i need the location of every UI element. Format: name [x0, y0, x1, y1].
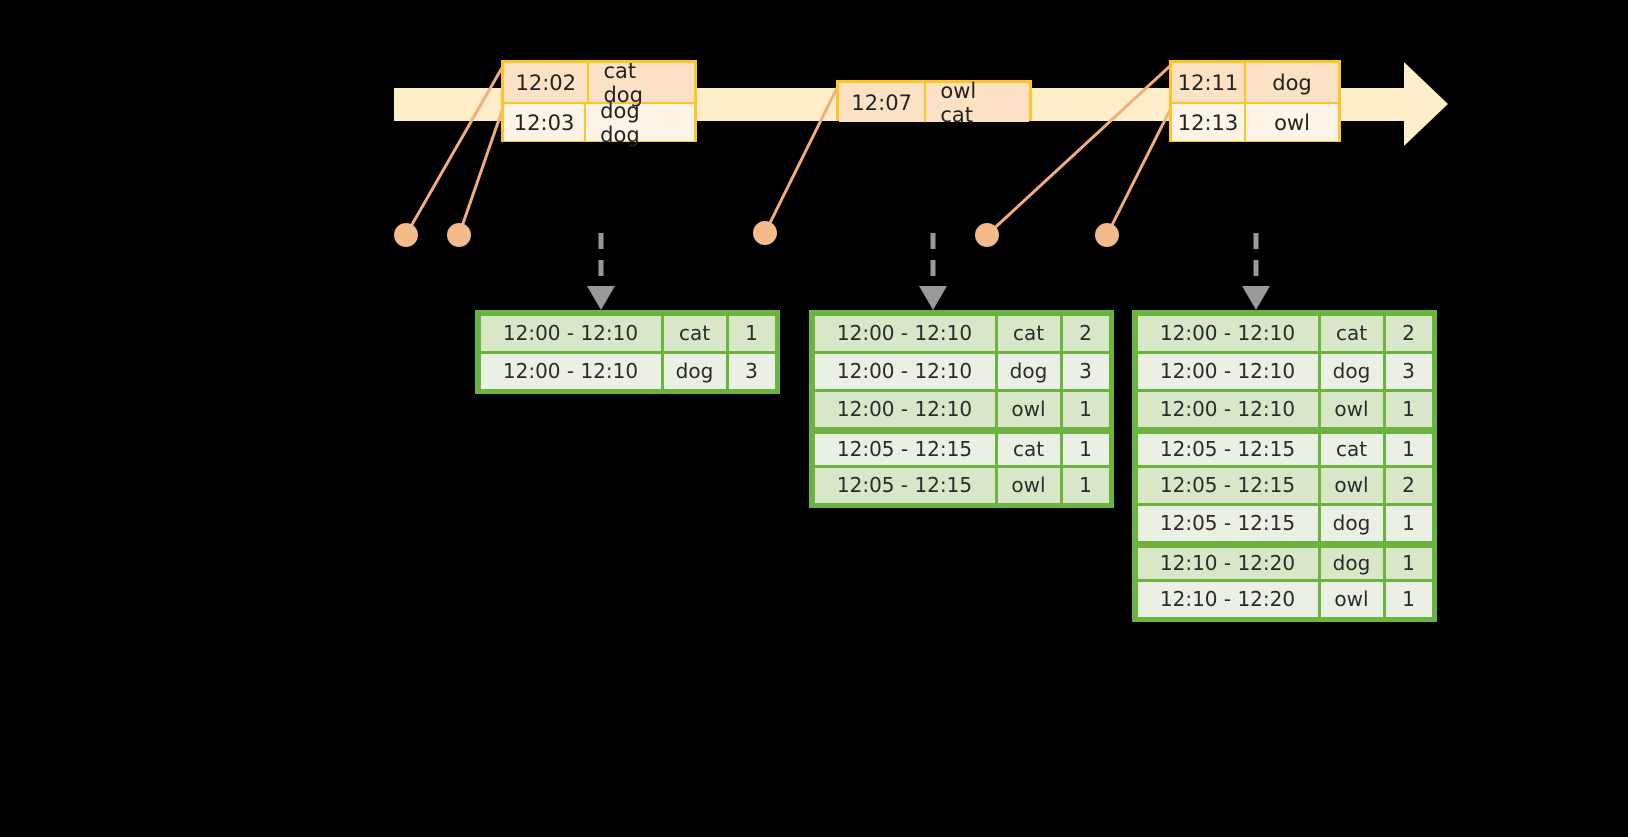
- event-row: 12:07 owl cat: [839, 78, 1029, 127]
- cell-key: owl: [997, 391, 1060, 427]
- cell-count: 3: [1062, 353, 1109, 389]
- cell-window: 12:05 - 12:15: [814, 433, 995, 465]
- cell-window: 12:00 - 12:10: [1137, 353, 1318, 389]
- event-payload: dog: [1272, 70, 1312, 95]
- event-timestamp: 12:13: [1172, 104, 1246, 141]
- cell-count: 2: [1385, 467, 1432, 503]
- cell-window: 12:00 - 12:10: [814, 315, 995, 351]
- event-row: 12:13 owl: [1172, 102, 1338, 141]
- event-timestamp: 12:07: [839, 83, 927, 122]
- cell-count: 1: [1385, 547, 1432, 579]
- cell-window: 12:00 - 12:10: [480, 353, 661, 389]
- cell-key: cat: [997, 315, 1060, 351]
- cell-window: 12:00 - 12:10: [814, 353, 995, 389]
- event-row: 12:03 dog dog: [504, 98, 694, 147]
- cell-window: 12:00 - 12:10: [480, 315, 661, 351]
- cell-count: 1: [1062, 391, 1109, 427]
- cell-key: dog: [663, 353, 726, 389]
- leader-line-5: [1105, 109, 1172, 236]
- cell-key: cat: [1320, 433, 1383, 465]
- cell-window: 12:10 - 12:20: [1137, 581, 1318, 617]
- leader-dot-icon: [394, 223, 418, 247]
- cell-key: owl: [1320, 581, 1383, 617]
- event-payload: dog dog: [600, 98, 640, 147]
- cell-count: 1: [1385, 581, 1432, 617]
- event-payload: owl cat: [940, 78, 977, 127]
- cell-count: 1: [1385, 391, 1432, 427]
- event-timestamp: 12:03: [504, 104, 587, 141]
- cell-window: 12:05 - 12:15: [1137, 467, 1318, 503]
- cell-window: 12:05 - 12:15: [814, 467, 995, 503]
- cell-window: 12:00 - 12:10: [814, 391, 995, 427]
- cell-key: dog: [1320, 353, 1383, 389]
- cell-count: 1: [1385, 505, 1432, 541]
- event-timestamp: 12:02: [504, 63, 590, 102]
- leader-dot-icon: [753, 221, 777, 245]
- cell-window: 12:00 - 12:10: [1137, 391, 1318, 427]
- cell-window: 12:05 - 12:15: [1137, 505, 1318, 541]
- cell-key: dog: [1320, 505, 1383, 541]
- cell-key: cat: [1320, 315, 1383, 351]
- cell-key: dog: [1320, 547, 1383, 579]
- event-payload: cat dog: [603, 58, 643, 107]
- event-row: 12:02 cat dog: [504, 58, 694, 107]
- timeline-arrow-icon: [1404, 62, 1448, 146]
- event-group-3[interactable]: 12:11 dog 12:13 owl: [1169, 60, 1341, 142]
- dashed-arrow-head-icon: [1242, 286, 1270, 310]
- leader-dot-icon: [1095, 223, 1119, 247]
- cell-window: 12:05 - 12:15: [1137, 433, 1318, 465]
- cell-key: dog: [997, 353, 1060, 389]
- event-payload: owl: [1274, 110, 1310, 135]
- cell-count: 3: [728, 353, 775, 389]
- cell-count: 1: [1062, 433, 1109, 465]
- event-timestamp: 12:11: [1172, 63, 1246, 102]
- cell-key: cat: [997, 433, 1060, 465]
- leader-dot-icon: [447, 223, 471, 247]
- cell-count: 1: [728, 315, 775, 351]
- dashed-arrow-head-icon: [919, 286, 947, 310]
- event-row: 12:11 dog: [1172, 63, 1338, 102]
- cell-key: owl: [1320, 391, 1383, 427]
- event-group-1[interactable]: 12:02 cat dog 12:03 dog dog: [501, 58, 697, 147]
- cell-count: 2: [1385, 315, 1432, 351]
- cell-key: owl: [997, 467, 1060, 503]
- leader-line-2: [457, 107, 505, 236]
- cell-window: 12:10 - 12:20: [1137, 547, 1318, 579]
- cell-key: cat: [663, 315, 726, 351]
- cell-count: 1: [1385, 433, 1432, 465]
- event-group-2[interactable]: 12:07 owl cat: [836, 78, 1032, 127]
- cell-key: owl: [1320, 467, 1383, 503]
- dashed-arrow-head-icon: [587, 286, 615, 310]
- cell-count: 3: [1385, 353, 1432, 389]
- cell-window: 12:00 - 12:10: [1137, 315, 1318, 351]
- cell-count: 2: [1062, 315, 1109, 351]
- cell-count: 1: [1062, 467, 1109, 503]
- leader-dot-icon: [975, 223, 999, 247]
